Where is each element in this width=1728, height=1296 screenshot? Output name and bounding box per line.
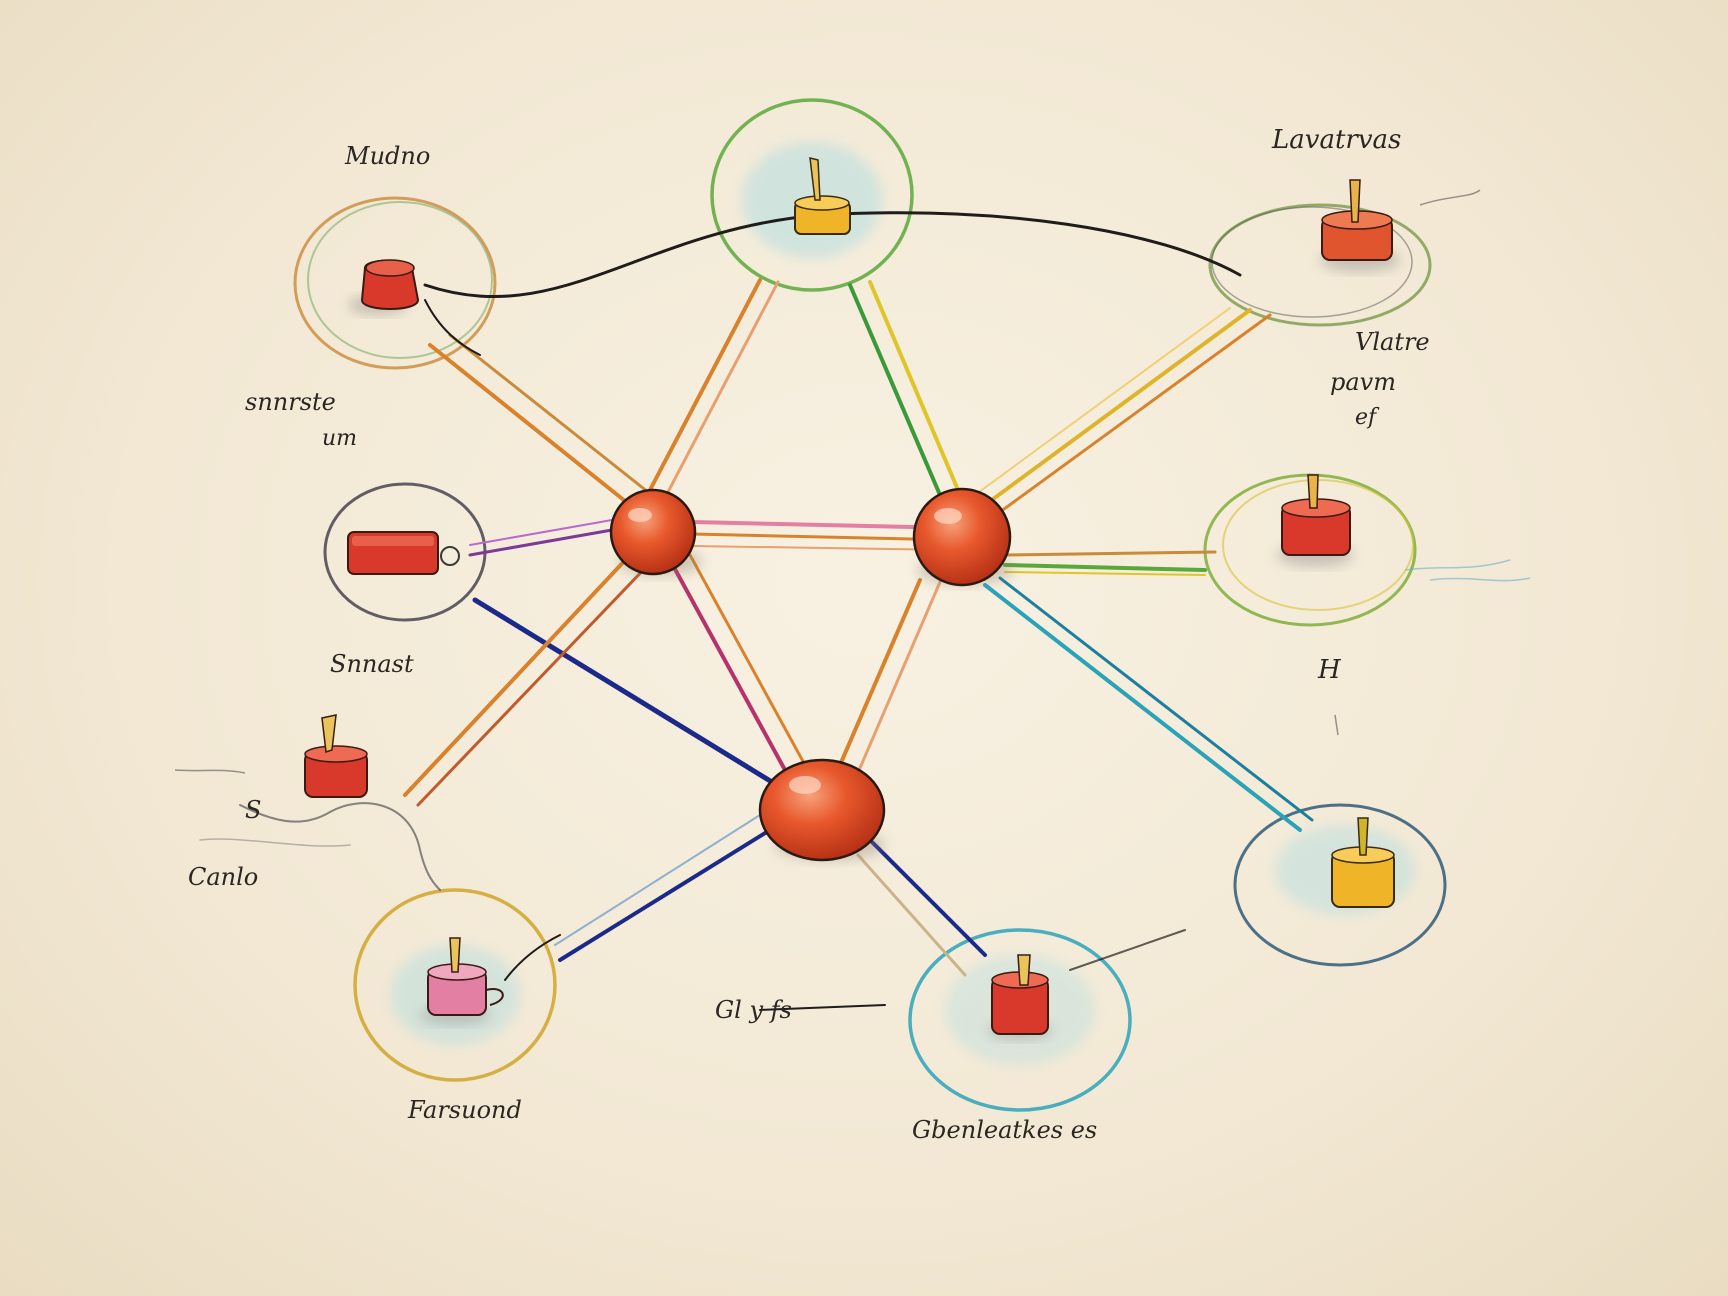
link-top-left-hub-left xyxy=(428,333,650,507)
label-top-right: Lavatrvas xyxy=(1271,125,1401,155)
circle-right-lower xyxy=(1233,803,1447,967)
label-right-upper-1: Vlatre xyxy=(1355,328,1430,356)
token-bottom-left xyxy=(420,937,504,1025)
label-right-upper-2: pavm xyxy=(1330,368,1396,396)
token-top-left xyxy=(348,259,420,315)
circle-top-right xyxy=(1208,203,1432,327)
label-right-mid: H xyxy=(1317,655,1342,685)
link-hub-right-right-lower xyxy=(983,576,1314,832)
link-hub-left-left-lower xyxy=(403,553,650,807)
circle-bottom-left xyxy=(353,888,557,1082)
hubs xyxy=(609,487,1013,862)
link-hub-bottom-bottom-left xyxy=(554,814,772,962)
link-left-mid-hub-bottom xyxy=(472,597,788,793)
satellite-circles xyxy=(293,98,1447,1112)
token-left-lower xyxy=(304,714,368,798)
label-right-upper-3: ef xyxy=(1355,405,1380,430)
circle-top-left xyxy=(293,196,497,370)
link-top-center-hub-left xyxy=(648,278,780,494)
link-left-lower-curl xyxy=(199,802,441,891)
link-bottom-left-hub-bottom-wire xyxy=(504,934,561,981)
label-left-mid: Snnast xyxy=(330,650,414,678)
token-left-mid xyxy=(347,531,460,575)
circle-top-center xyxy=(710,98,914,292)
token-right-mid xyxy=(1277,474,1353,567)
hub-left xyxy=(609,488,697,576)
label-top-left: Mudno xyxy=(344,142,430,170)
label-left-upper-2: um xyxy=(322,426,357,451)
link-hub-right-hub-bottom xyxy=(838,578,942,770)
link-bottom-mid-wire xyxy=(759,929,1186,1011)
label-bottom-left: Farsuond xyxy=(407,1096,522,1124)
label-bottom-mid: Gl y fs xyxy=(715,996,792,1024)
token-bottom-right xyxy=(988,954,1052,1040)
link-hub-bottom-bottom-right xyxy=(856,838,987,977)
token-top-center xyxy=(794,157,851,235)
link-left-mid-hub-left xyxy=(468,519,614,557)
link-hub-left-hub-bottom xyxy=(668,553,807,772)
label-left-upper-1: snnrste xyxy=(245,388,336,416)
label-left-lower-2: Canlo xyxy=(188,863,258,891)
links xyxy=(199,211,1314,1011)
label-bottom-right: Gbenleatkes es xyxy=(912,1116,1097,1144)
hub-bottom xyxy=(758,758,886,862)
link-right-mid-hub-right xyxy=(1003,550,1217,576)
hub-right xyxy=(912,487,1012,587)
token-top-right xyxy=(1320,179,1400,272)
handwritten-labels: Mudno Lavatrvas snnrste um Vlatre pavm e… xyxy=(188,125,1430,1144)
link-top-center-hub-right xyxy=(848,280,960,497)
link-top-right-hub-right xyxy=(974,307,1272,514)
circle-bottom-right xyxy=(908,928,1132,1112)
token-right-lower xyxy=(1331,817,1395,908)
label-left-lower-1: S xyxy=(245,796,261,824)
satellite-tokens xyxy=(304,157,1400,1040)
scribble-strokes xyxy=(174,189,1531,774)
